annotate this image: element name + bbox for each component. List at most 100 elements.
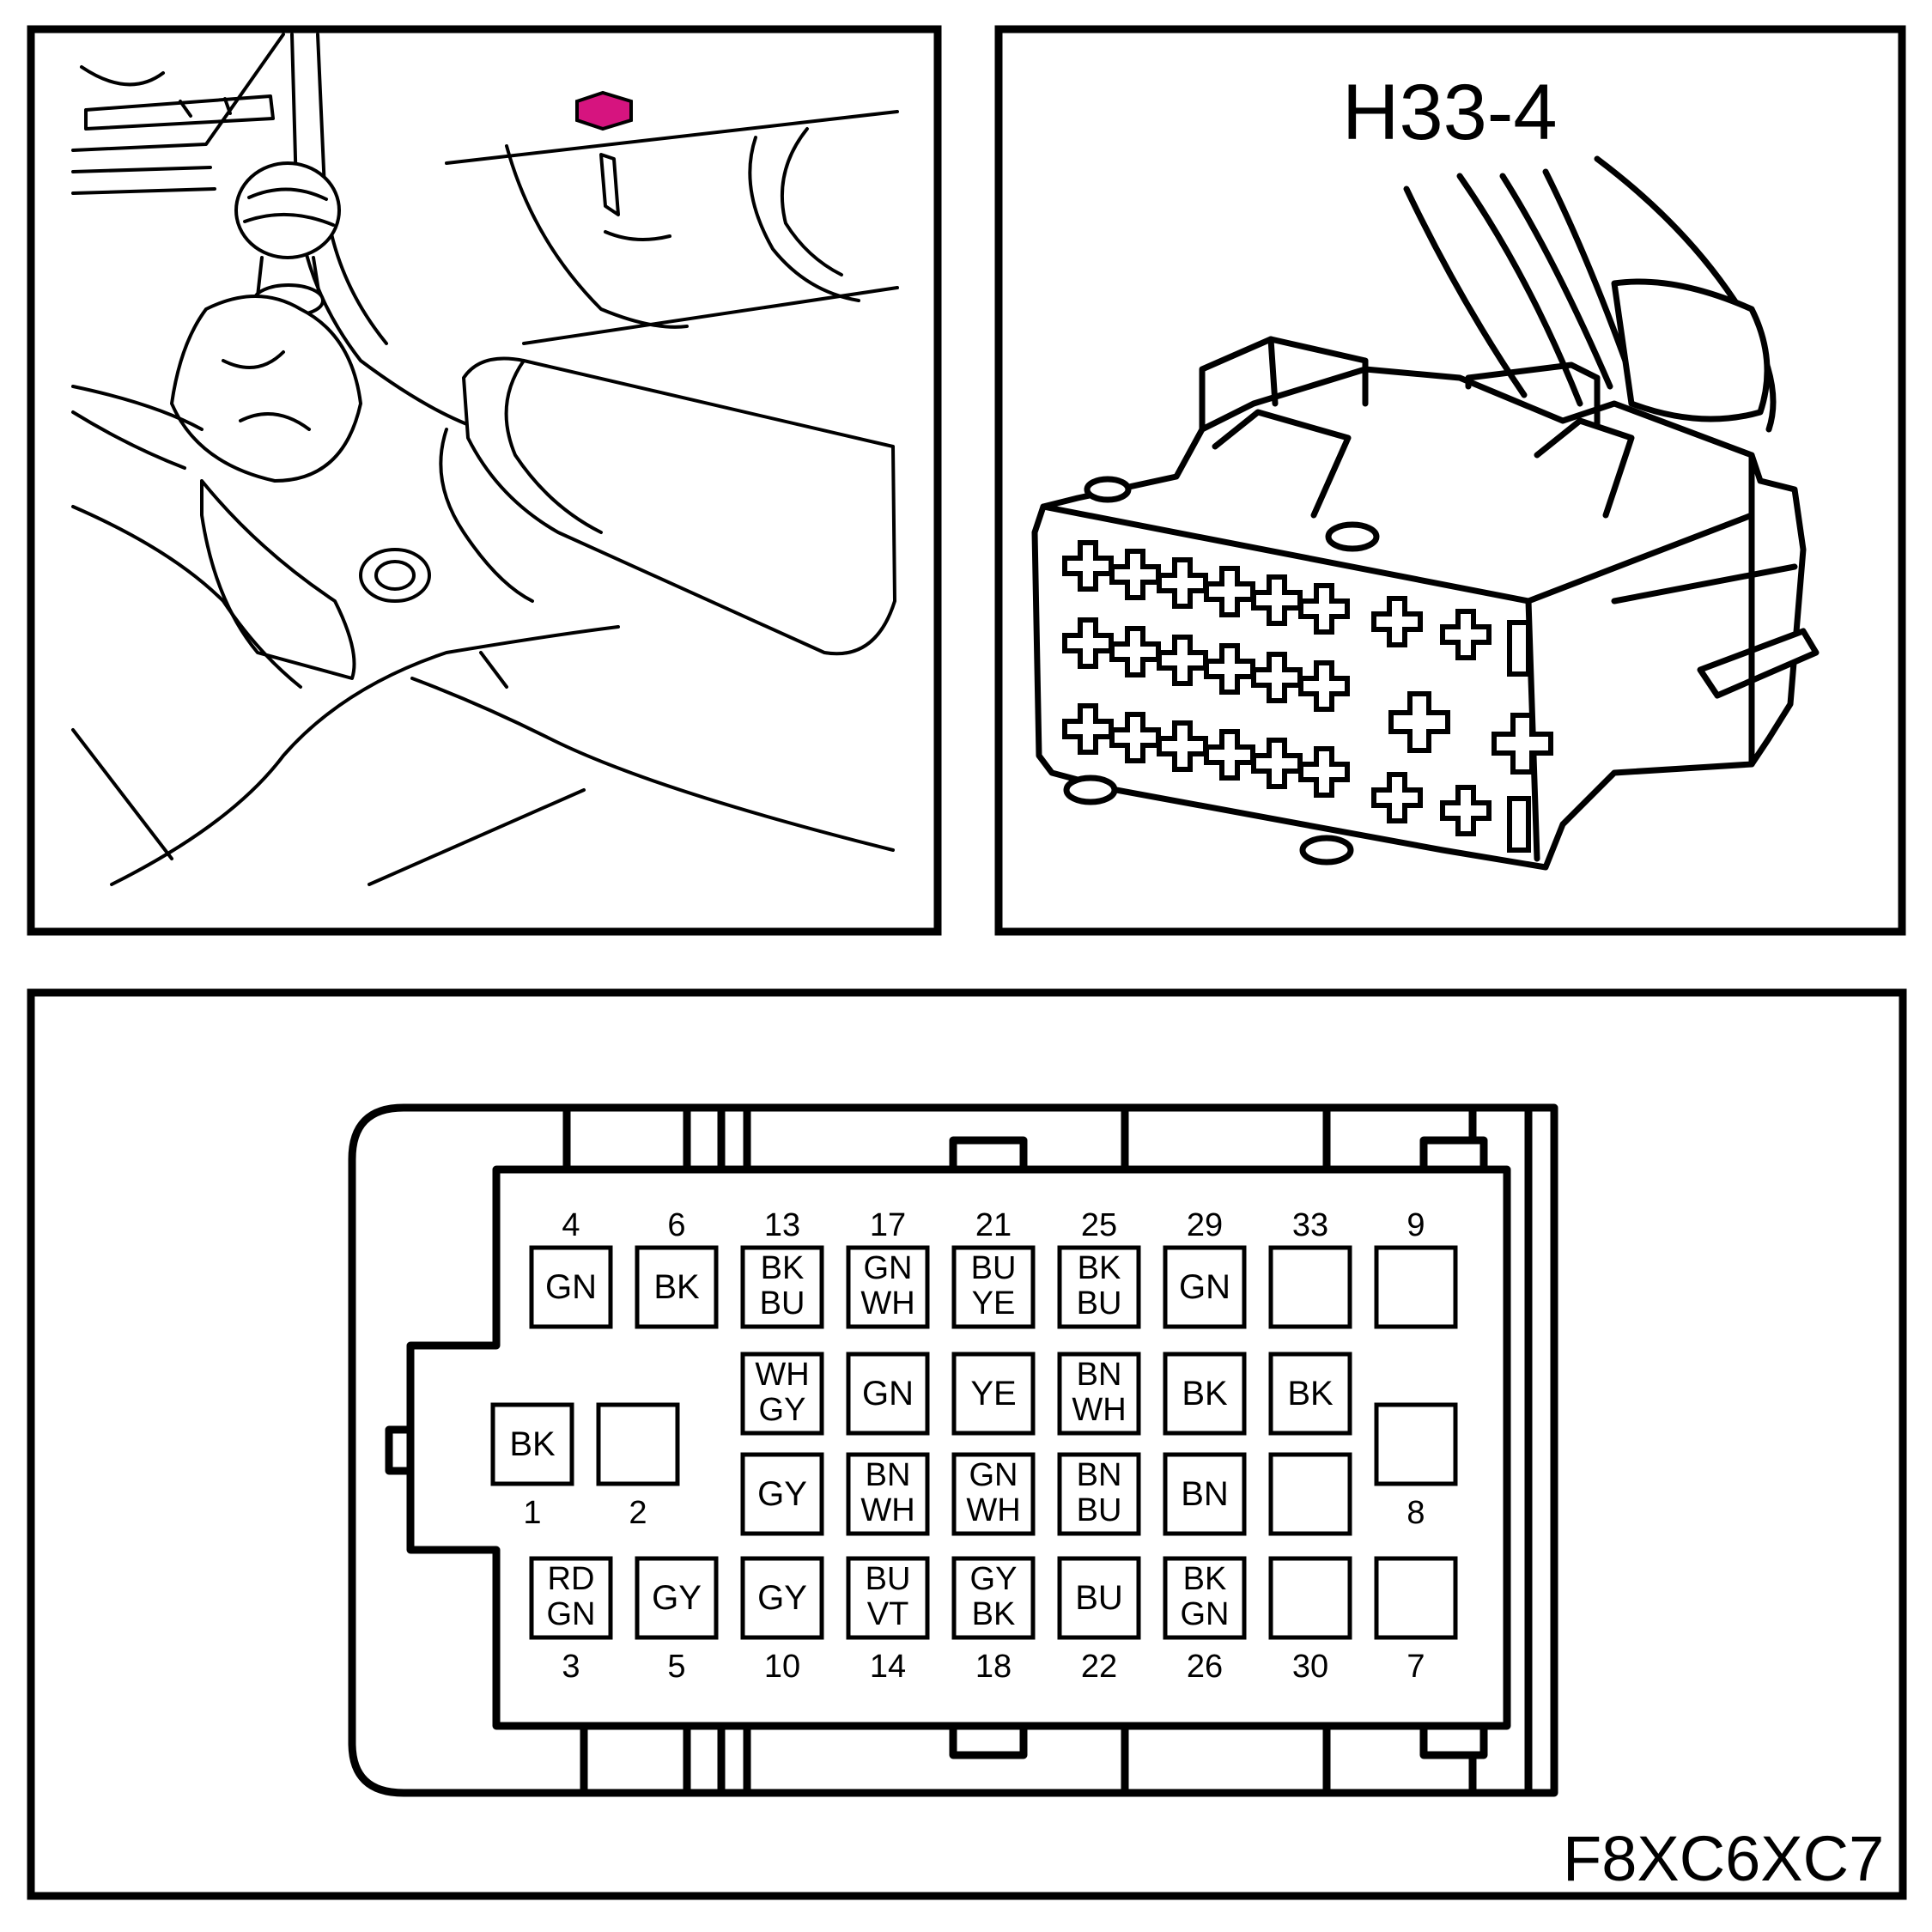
pin-box — [740, 1452, 824, 1536]
pin-number: 7 — [1406, 1649, 1425, 1685]
pin-box — [635, 1245, 719, 1329]
pin-box — [1057, 1245, 1141, 1329]
wire-color: GN — [1181, 1596, 1230, 1632]
connector-label: H33-4 — [1342, 69, 1558, 156]
pin-number: 21 — [975, 1207, 1012, 1243]
wire-color: RD — [548, 1561, 595, 1597]
pin-cavity: GY 10 — [740, 1556, 824, 1685]
wire-color: BU — [1077, 1285, 1122, 1321]
wire-color: YE — [970, 1375, 1016, 1413]
pin-box — [846, 1556, 930, 1640]
pin-number: 1 — [523, 1495, 541, 1531]
pin-box — [846, 1352, 930, 1436]
wire-color: BU — [971, 1250, 1017, 1286]
pin-cavity: GN — [846, 1352, 930, 1436]
pin-cavity: GY — [740, 1452, 824, 1536]
wire-color: GN — [1179, 1268, 1230, 1306]
pin-cavity: GN 29 — [1163, 1207, 1247, 1329]
wire-color: BU — [1075, 1579, 1123, 1617]
pin-number: 10 — [764, 1649, 800, 1685]
wire-color: BN — [1077, 1457, 1122, 1493]
pin-cavity: 7 — [1374, 1556, 1458, 1685]
wire-color: BK — [761, 1250, 805, 1286]
pin-box — [1268, 1452, 1352, 1536]
pin-box — [1163, 1452, 1247, 1536]
wire-color: GN — [862, 1375, 914, 1413]
pin-cavity: 30 — [1268, 1556, 1352, 1685]
pin-cavity: BN — [1163, 1452, 1247, 1536]
pin-box — [846, 1245, 930, 1329]
pin-box — [740, 1352, 824, 1436]
wire-color: BU — [866, 1561, 911, 1597]
wire-color: GY — [757, 1475, 807, 1513]
pin-box — [1163, 1556, 1247, 1640]
connector-3d-panel: H33-4 — [994, 25, 1906, 936]
wire-color: BK — [972, 1596, 1016, 1632]
wire-color: BK — [509, 1425, 556, 1463]
wire-color: GN — [864, 1250, 913, 1286]
pin-box — [529, 1245, 613, 1329]
pin-box — [1268, 1352, 1352, 1436]
pin-number: 5 — [667, 1649, 685, 1685]
wire-color: GY — [652, 1579, 702, 1617]
wire-color: WH — [966, 1492, 1020, 1528]
pin-box — [1057, 1556, 1141, 1640]
wire-color: BK — [1182, 1375, 1228, 1413]
wire-color: WH — [860, 1285, 914, 1321]
pin-box — [951, 1556, 1036, 1640]
pin-box — [951, 1352, 1036, 1436]
pin-box — [490, 1402, 574, 1486]
pin-number: 26 — [1187, 1649, 1223, 1685]
pin-number: 14 — [870, 1649, 906, 1685]
pin-box — [1057, 1452, 1141, 1536]
vehicle-interior-illustration — [71, 33, 899, 886]
wire-color: BU — [1077, 1492, 1122, 1528]
pin-number: 18 — [975, 1649, 1012, 1685]
wire-color: BK — [653, 1268, 700, 1306]
pin-box — [596, 1402, 680, 1486]
connector-cavity-grid — [1062, 540, 1553, 853]
pin-number: 17 — [870, 1207, 906, 1243]
pin-number: 8 — [1406, 1495, 1425, 1531]
pin-number: 30 — [1292, 1649, 1328, 1685]
wire-color: BK — [1287, 1375, 1334, 1413]
pin-box — [740, 1245, 824, 1329]
pin-number: 29 — [1187, 1207, 1223, 1243]
pin-box — [635, 1556, 719, 1640]
pin-number: 22 — [1081, 1649, 1117, 1685]
pin-number: 9 — [1406, 1207, 1425, 1243]
pin-box — [1163, 1352, 1247, 1436]
pin-number: 13 — [764, 1207, 800, 1243]
pin-cavity: 9 — [1374, 1207, 1458, 1329]
wire-color: GY — [759, 1392, 806, 1428]
pin-cavity: 8 — [1374, 1402, 1458, 1531]
vehicle-interior-panel — [27, 25, 942, 936]
pin-cavity: GY 5 — [635, 1556, 719, 1685]
wire-color: GY — [757, 1579, 807, 1617]
pin-number: 3 — [562, 1649, 580, 1685]
wire-color: WH — [755, 1357, 809, 1393]
wire-color: WH — [860, 1492, 914, 1528]
wire-color: VT — [867, 1596, 909, 1632]
pin-cavity: YE — [951, 1352, 1036, 1436]
pin-cavity: 33 — [1268, 1207, 1352, 1329]
wire-color: BK — [1078, 1250, 1121, 1286]
pin-cavity: BK — [1268, 1352, 1352, 1436]
pin-box — [1374, 1245, 1458, 1329]
pin-cavity: BK 1 — [490, 1402, 574, 1531]
pin-box — [1268, 1245, 1352, 1329]
pin-number: 33 — [1292, 1207, 1328, 1243]
wire-color: GN — [545, 1268, 597, 1306]
wire-color: GY — [970, 1561, 1018, 1597]
wire-color: BU — [760, 1285, 805, 1321]
